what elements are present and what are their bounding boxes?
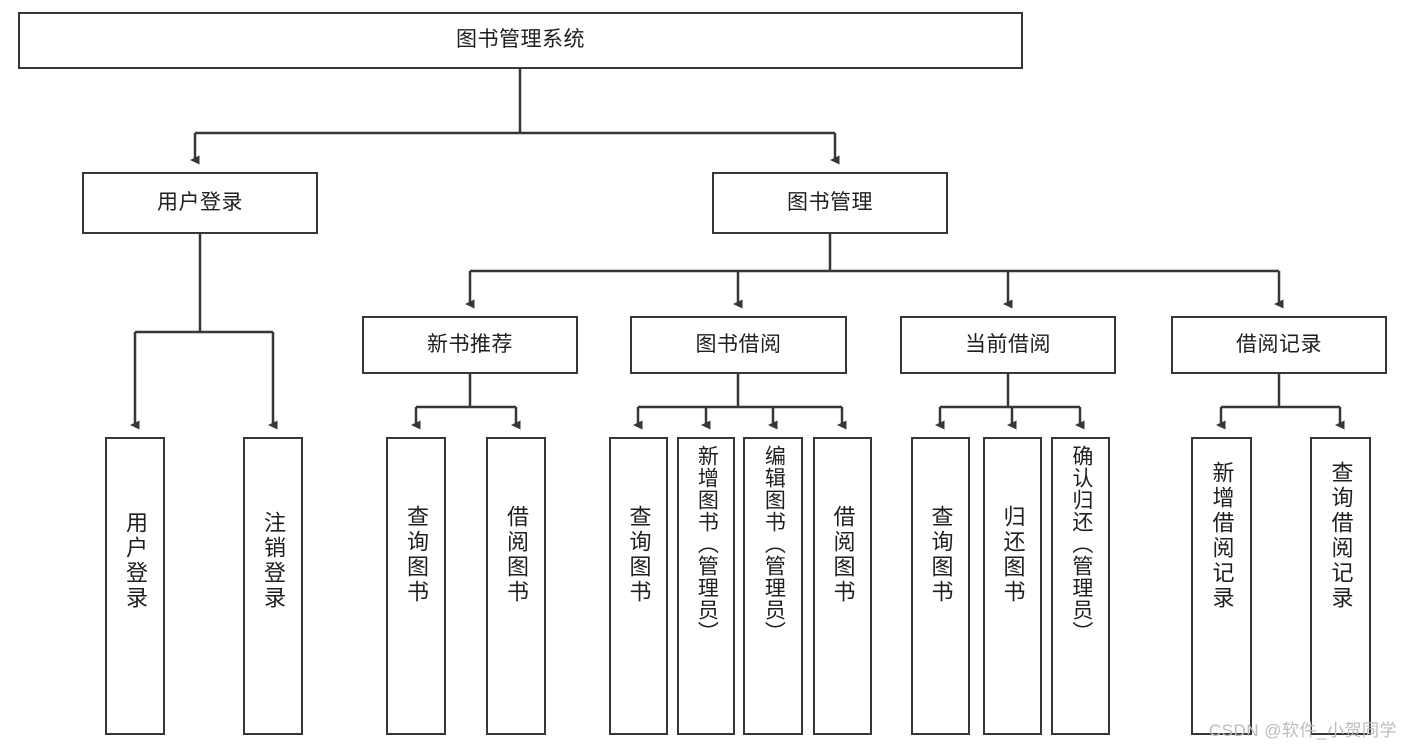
node-leaf-query-book-3-label: 查询图书 — [928, 505, 954, 605]
node-leaf-query-book-3[interactable]: 查询图书 — [911, 437, 970, 735]
node-borrow-record-label: 借阅记录 — [1236, 332, 1322, 356]
node-leaf-edit-book-label: 编辑图书（管理员） — [762, 445, 786, 643]
node-leaf-user-logout-label: 注销登录 — [260, 511, 286, 611]
node-leaf-add-borrow-record-label: 新增借阅记录 — [1209, 461, 1235, 611]
node-book-borrow[interactable]: 图书借阅 — [630, 316, 847, 374]
node-leaf-user-login[interactable]: 用户登录 — [105, 437, 165, 735]
node-leaf-add-book[interactable]: 新增图书（管理员） — [677, 437, 735, 735]
node-leaf-query-book-1[interactable]: 查询图书 — [386, 437, 446, 735]
node-leaf-add-borrow-record[interactable]: 新增借阅记录 — [1191, 437, 1252, 735]
node-root[interactable]: 图书管理系统 — [18, 12, 1023, 69]
node-leaf-query-borrow-record[interactable]: 查询借阅记录 — [1310, 437, 1371, 735]
node-leaf-return-book-label: 归还图书 — [1000, 505, 1026, 605]
node-leaf-borrow-book-1[interactable]: 借阅图书 — [486, 437, 546, 735]
node-user-login-label: 用户登录 — [157, 190, 243, 214]
node-leaf-borrow-book-2-label: 借阅图书 — [830, 505, 856, 605]
node-borrow-record[interactable]: 借阅记录 — [1171, 316, 1387, 374]
node-leaf-confirm-return[interactable]: 确认归还（管理员） — [1051, 437, 1110, 735]
node-new-book-recommend-label: 新书推荐 — [427, 332, 513, 356]
node-root-label: 图书管理系统 — [456, 28, 585, 52]
node-leaf-query-book-2[interactable]: 查询图书 — [609, 437, 668, 735]
node-book-manage-label: 图书管理 — [787, 190, 873, 214]
node-new-book-recommend[interactable]: 新书推荐 — [362, 316, 578, 374]
node-leaf-return-book[interactable]: 归还图书 — [983, 437, 1042, 735]
node-leaf-borrow-book-2[interactable]: 借阅图书 — [813, 437, 872, 735]
node-leaf-user-logout[interactable]: 注销登录 — [243, 437, 303, 735]
node-current-borrow-label: 当前借阅 — [965, 332, 1051, 356]
node-user-login[interactable]: 用户登录 — [82, 172, 318, 234]
node-current-borrow[interactable]: 当前借阅 — [900, 316, 1116, 374]
node-leaf-query-book-1-label: 查询图书 — [403, 505, 429, 605]
node-leaf-edit-book[interactable]: 编辑图书（管理员） — [743, 437, 803, 735]
node-leaf-borrow-book-1-label: 借阅图书 — [503, 505, 529, 605]
node-leaf-query-book-2-label: 查询图书 — [626, 505, 652, 605]
node-book-manage[interactable]: 图书管理 — [712, 172, 948, 234]
node-leaf-user-login-label: 用户登录 — [122, 511, 148, 611]
node-leaf-query-borrow-record-label: 查询借阅记录 — [1328, 461, 1354, 611]
node-book-borrow-label: 图书借阅 — [695, 332, 782, 356]
node-leaf-add-book-label: 新增图书（管理员） — [695, 445, 719, 643]
node-leaf-confirm-return-label: 确认归还（管理员） — [1069, 445, 1093, 643]
